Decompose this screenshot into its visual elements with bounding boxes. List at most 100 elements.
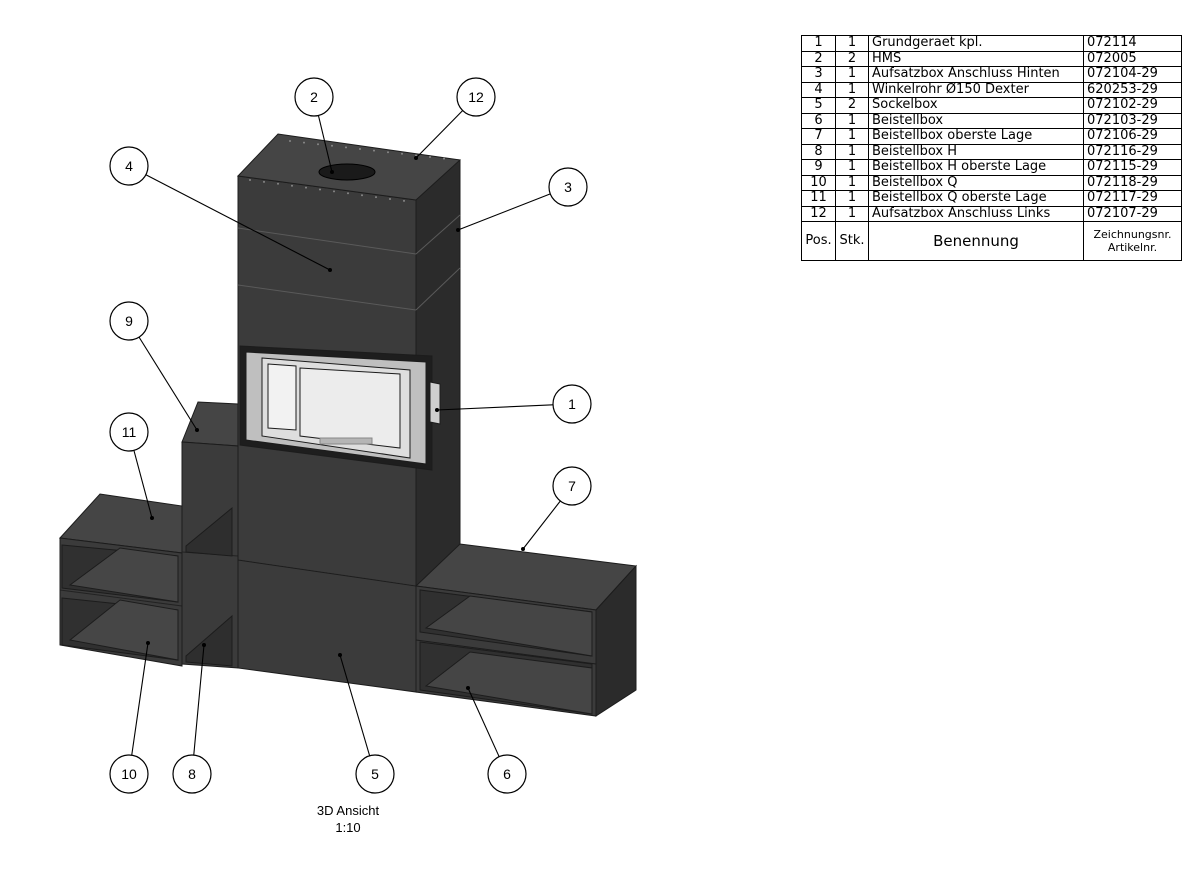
part-pos: 4	[801, 81, 836, 98]
part-name: HMS	[868, 50, 1084, 67]
leader-lines	[131, 110, 561, 757]
firebox-back-panel	[299, 367, 401, 449]
firebox-left-panel	[267, 363, 297, 431]
top-vent-dot	[303, 141, 305, 144]
tower-seam-2	[237, 284, 417, 311]
part-number: 072115-29	[1083, 159, 1182, 176]
callout-circle	[294, 77, 334, 117]
part-qty: 1	[835, 143, 869, 160]
part-qty: 1	[835, 174, 869, 191]
side-box-divider	[415, 639, 597, 665]
part-name: Aufsatzbox Anschluss Hinten	[868, 66, 1084, 83]
view-title-scale: 1:10	[335, 820, 360, 835]
callout-circle	[552, 384, 592, 424]
part-qty: 1	[835, 190, 869, 207]
part-number: 620253-29	[1083, 81, 1182, 98]
callout-circle	[548, 167, 588, 207]
top-vent-dot	[389, 198, 391, 200]
part-name: Winkelrohr Ø150 Dexter	[868, 81, 1084, 98]
part-number: 072107-29	[1083, 205, 1182, 222]
callout-circle	[172, 754, 212, 794]
part-name: Beistellbox Q oberste Lage	[868, 190, 1084, 207]
header-name: Benennung	[868, 221, 1084, 261]
tower-seam-side-2	[415, 267, 461, 311]
q-box-lower-inner	[68, 599, 179, 661]
part-pos: 1	[801, 35, 836, 52]
q-box-upper-inner	[68, 547, 179, 603]
top-vent-dot	[443, 157, 445, 160]
leader-dot	[146, 641, 150, 645]
tower-seam-side-1	[415, 214, 461, 255]
leader-dot	[150, 516, 154, 520]
part-number: 072117-29	[1083, 190, 1182, 207]
part-name: Beistellbox Q	[868, 174, 1084, 191]
top-vent-dot	[429, 156, 431, 158]
part-name: Aufsatzbox Anschluss Links	[868, 205, 1084, 222]
flue-opening	[318, 163, 376, 181]
callout-label: 5	[371, 766, 379, 782]
callout-label: 4	[125, 158, 133, 174]
part-qty: 1	[835, 66, 869, 83]
leader-dot	[330, 170, 334, 174]
top-vent-dot	[415, 154, 417, 157]
top-vent-dot	[319, 188, 321, 191]
part-name: Grundgeraet kpl.	[868, 35, 1084, 52]
callout-label: 3	[564, 179, 572, 195]
callout-circle	[109, 301, 149, 341]
part-name: Beistellbox oberste Lage	[868, 128, 1084, 145]
callout-label: 10	[121, 766, 137, 782]
top-vent-dot	[317, 143, 319, 146]
leader-dot	[521, 547, 525, 551]
top-vent-dot	[263, 180, 265, 183]
view-title-name: 3D Ansicht	[317, 803, 380, 818]
part-number: 072114	[1083, 35, 1182, 52]
callout-label: 11	[122, 424, 137, 440]
part-number: 072005	[1083, 50, 1182, 67]
callout-label: 9	[125, 313, 133, 329]
leader-line	[436, 404, 554, 411]
leader-line	[138, 336, 198, 431]
leader-line	[457, 193, 551, 231]
parts-list-header: Pos. Stk. Benennung Zeichnungsnr.Artikel…	[801, 221, 1182, 261]
part-qty: 2	[835, 50, 869, 67]
leader-dot	[338, 653, 342, 657]
part-pos: 3	[801, 66, 836, 83]
leader-line	[193, 644, 205, 756]
callout-circle	[355, 754, 395, 794]
top-vent-dot	[401, 152, 403, 155]
h-box-top	[181, 401, 239, 447]
top-vent-dot	[361, 194, 363, 197]
leader-dot	[328, 268, 332, 272]
part-pos: 9	[801, 159, 836, 176]
top-vent-dot	[331, 144, 333, 147]
part-number: 072118-29	[1083, 174, 1182, 191]
header-number-line1: Zeichnungsnr.	[1093, 228, 1172, 241]
leader-dot	[456, 228, 460, 232]
firebox-grate	[319, 437, 373, 445]
leader-dot	[466, 686, 470, 690]
part-number: 072102-29	[1083, 97, 1182, 114]
firebox-handle	[429, 381, 441, 425]
callout-label: 2	[310, 89, 318, 105]
stove-model-3d	[58, 133, 638, 717]
top-vent-dot	[305, 186, 307, 189]
leader-dot	[195, 428, 199, 432]
side-box-side	[595, 564, 637, 717]
part-qty: 1	[835, 81, 869, 98]
top-vent-dot	[373, 149, 375, 152]
part-qty: 1	[835, 112, 869, 129]
part-qty: 1	[835, 205, 869, 222]
leader-dot	[202, 643, 206, 647]
leader-line	[317, 115, 333, 173]
top-vent-dot	[375, 196, 377, 199]
header-number-line2: Artikelnr.	[1107, 241, 1158, 254]
callout-circle	[487, 754, 527, 794]
